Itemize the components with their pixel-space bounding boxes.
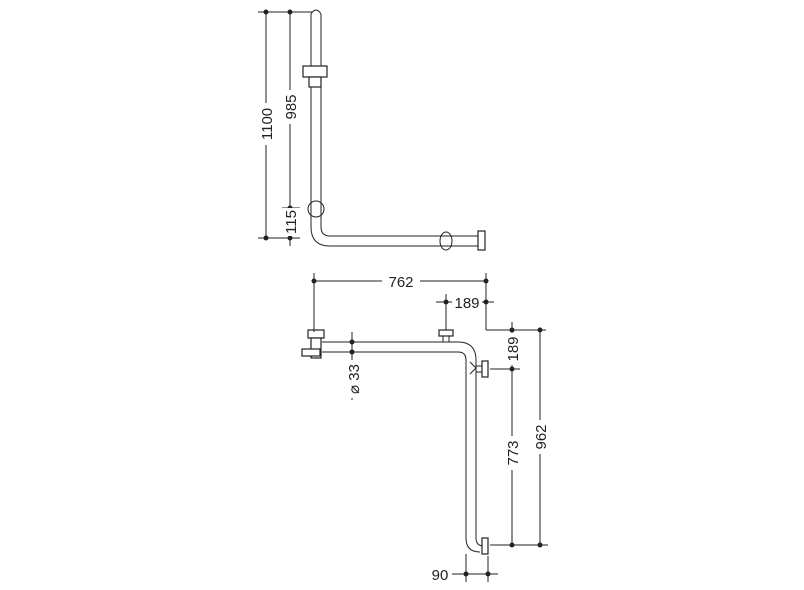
wall-flange-horizontal: [439, 231, 453, 251]
dim-115-label: 115: [283, 210, 300, 234]
bottom-end-plate: [481, 537, 489, 555]
end-plate: [477, 230, 486, 251]
dim-dot: [485, 571, 491, 577]
vertical-tube: [310, 14, 478, 247]
right-flange-arrow: [469, 361, 477, 375]
left-wall-plate-bottom: [301, 348, 321, 357]
plan-tube-inner: [322, 351, 481, 553]
dim-189-v-label: 189: [505, 336, 522, 361]
dim-dot: [509, 327, 515, 333]
left-wall-plate: [307, 329, 325, 339]
dim-dot: [311, 278, 317, 284]
dim-90-label: 90: [432, 567, 449, 584]
dim-dot: [349, 339, 355, 345]
mid-flange: [438, 329, 454, 337]
dim-773-label: 773: [505, 440, 522, 465]
dim-dot: [537, 542, 543, 548]
plan-view: 762 189 ⌀ 33 189 773 962: [301, 272, 550, 584]
slider-holder: [302, 65, 328, 78]
dim-dot: [443, 299, 449, 305]
mid-flange-stem: [442, 336, 450, 342]
dim-dot: [263, 9, 269, 15]
vertical-tube-inner: [320, 14, 478, 237]
dim-962-label: 962: [533, 424, 550, 449]
dim-diameter-label: ⌀ 33: [346, 364, 363, 394]
dim-dot: [483, 278, 489, 284]
dim-985-label: 985: [283, 94, 300, 119]
dim-dot: [349, 349, 355, 355]
dim-189-h-label: 189: [454, 295, 479, 312]
top-cap: [310, 9, 322, 15]
right-flange: [481, 360, 489, 378]
plan-tube-outer: [322, 341, 485, 547]
dim-dot: [263, 235, 269, 241]
right-flange-stem: [476, 365, 482, 373]
wall-flange-vertical: [307, 200, 325, 218]
elevation-view: 1100 985 115: [256, 9, 486, 251]
dim-1100-label: 1100: [259, 108, 276, 140]
dim-dot: [287, 9, 293, 15]
dim-dot: [483, 299, 489, 305]
dim-762-label: 762: [388, 274, 413, 291]
dim-dot: [463, 571, 469, 577]
slider-body: [308, 76, 322, 88]
dim-dot: [537, 327, 543, 333]
left-wall-plate-stem: [310, 337, 322, 359]
